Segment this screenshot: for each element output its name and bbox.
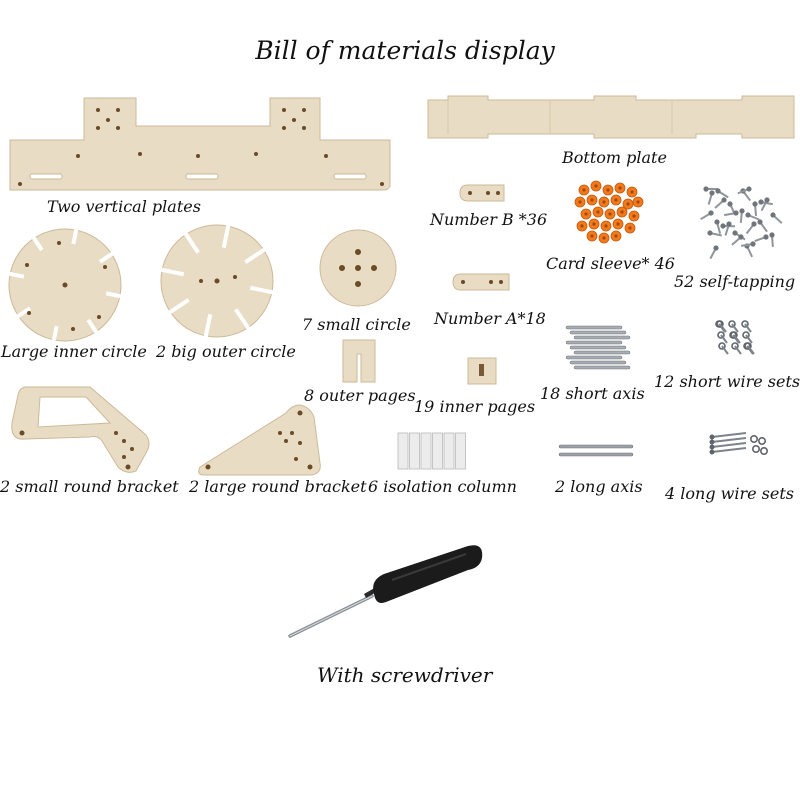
short-axis-label: 18 short axis [540,384,645,403]
short-axis-image [565,322,634,372]
self-tapping-screws-image [700,183,783,260]
bottom-plate-label: Bottom plate [562,148,667,167]
short-wire-sets-image [713,318,763,360]
small-circle-image [318,228,398,308]
small-circle-label: 7 small circle [302,315,411,334]
large-inner-circle-image [6,226,124,344]
outer-pages-label: 8 outer pages [304,386,416,405]
long-wire-sets-label: 4 long wire sets [665,484,794,503]
number-a-label: Number A*18 [434,309,546,328]
screwdriver-label: With screwdriver [317,663,493,687]
screwdriver-image [282,540,488,644]
big-outer-circle-label: 2 big outer circle [156,342,296,361]
number-b-label: Number B *36 [430,210,548,229]
inner-pages-label: 19 inner pages [414,397,536,416]
large-round-bracket-image [196,403,326,477]
vertical-plates-label: Two vertical plates [47,197,201,216]
small-round-bracket-label: 2 small round bracket [0,477,179,496]
long-axis-label: 2 long axis [555,477,643,496]
page-title: Bill of materials display [255,36,555,65]
long-axis-image [556,443,636,459]
large-round-bracket-label: 2 large round bracket [189,477,367,496]
short-wire-sets-label: 12 short wire sets [654,372,800,391]
bottom-plate-image [426,94,798,142]
number-b-image [458,183,506,203]
self-tapping-label: 52 self-tapping [674,272,796,291]
large-inner-circle-label: Large inner circle [1,342,147,361]
small-round-bracket-image [6,383,154,477]
card-sleeve-label: Card sleeve* 46 [546,254,675,273]
card-sleeve-image [574,180,644,244]
big-outer-circle-image [158,222,276,340]
long-wire-sets-image [708,431,770,461]
number-a-image [451,271,511,293]
vertical-plates-image [8,96,393,196]
outer-pages-image [341,338,377,384]
isolation-column-image [396,431,468,471]
isolation-column-label: 6 isolation column [368,477,517,496]
inner-pages-image [466,356,498,386]
